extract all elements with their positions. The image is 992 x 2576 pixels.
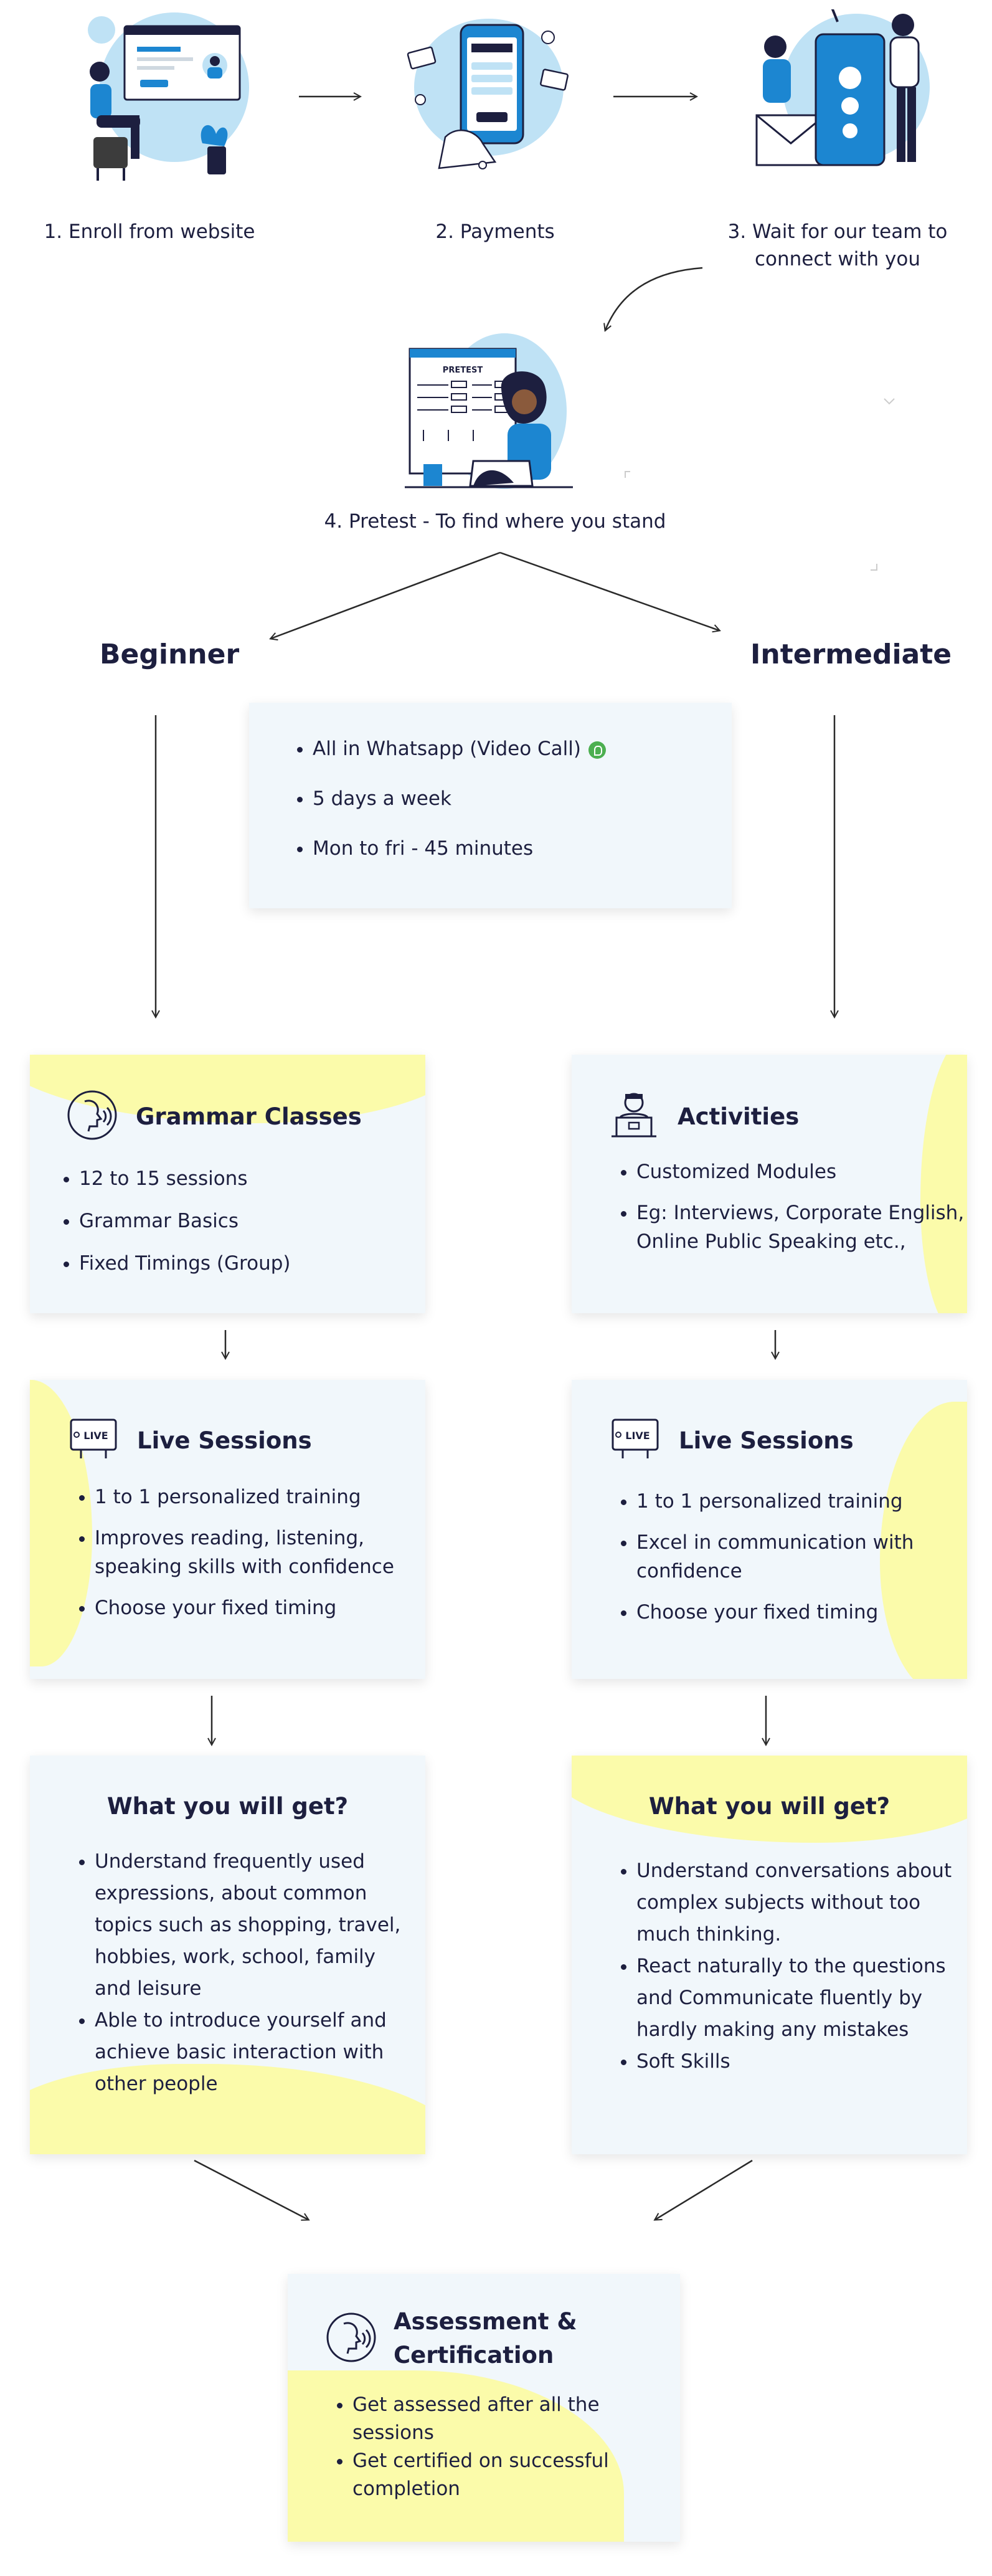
svg-text:LIVE: LIVE [625,1430,650,1442]
arrow-step3-to-step4 [605,267,703,330]
presenter-icon [608,1089,661,1142]
assessment-certification-card: Assessment & Certification Get assessed … [288,2274,680,2542]
step-1-illustration [72,12,252,187]
whatsapp-icon [588,741,606,759]
list-item: 1 to 1 personalized training [636,1487,935,1516]
arrow-to-beginner [271,551,501,639]
beginner-live-sessions-card: LIVE Live Sessions 1 to 1 personalized t… [30,1380,425,1679]
level-beginner-heading: Beginner [100,639,240,670]
list-item: Understand frequently used expressions, … [95,1846,412,2005]
arrow-right-to-assessment [655,2159,753,2220]
card-title: Assessment & Certification [394,2308,577,2369]
pretest-sheet-title: PRETEST [443,366,483,375]
list-item: Get assessed after all the sessions [352,2391,645,2447]
live-screen-icon: LIVE [68,1417,118,1461]
info-item: All in Whatsapp (Video Call) [313,734,732,764]
speaking-head-icon [325,2311,378,2364]
intermediate-benefits-card: What you will get? Understand conversati… [572,1756,967,2154]
activities-card: Activities Customized Modules Eg: Interv… [572,1055,967,1313]
step-1-label: 1. Enroll from website [44,221,255,243]
step-2-illustration [402,12,576,181]
list-item: Understand conversations about complex s… [636,1855,960,1951]
list-item: Excel in communication with confidence [636,1528,935,1585]
card-title: Live Sessions [679,1427,854,1454]
list-item: Improves reading, listening, speaking sk… [95,1524,425,1581]
list-item: 1 to 1 personalized training [95,1483,425,1511]
class-format-info-box: All in Whatsapp (Video Call) 5 days a we… [249,703,732,908]
list-item: Fixed Timings (Group) [79,1242,425,1285]
card-title: What you will get? [106,1793,349,1820]
step-4-illustration: PRETEST [405,330,573,498]
list-item: Get certified on successful completion [352,2447,645,2503]
list-item: Eg: Interviews, Corporate English, Onlin… [636,1199,967,1256]
list-item: Soft Skills [636,2046,960,2078]
svg-text:LIVE: LIVE [83,1430,108,1442]
card-title: Activities [678,1103,800,1130]
list-item: React naturally to the questions and Com… [636,1951,960,2046]
list-item: 12 to 15 sessions [79,1157,425,1200]
beginner-benefits-card: What you will get? Understand frequently… [30,1756,425,2154]
live-screen-icon: LIVE [610,1417,660,1461]
step-2-label: 2. Payments [435,221,555,243]
grammar-classes-card: Grammar Classes 12 to 15 sessions Gramma… [30,1055,425,1313]
step-4-label: 4. Pretest - To find where you stand [324,510,666,533]
step-3-label: 3. Wait for our team to connect with you [727,221,948,270]
arrow-to-intermediate [499,551,719,630]
list-item: Choose your fixed timing [95,1594,425,1622]
intermediate-live-sessions-card: LIVE Live Sessions 1 to 1 personalized t… [572,1380,967,1679]
level-intermediate-heading: Intermediate [750,639,952,670]
card-title: Grammar Classes [136,1103,362,1130]
list-item: Choose your fixed timing [636,1598,935,1627]
arrow-left-to-assessment [194,2159,308,2220]
speaking-head-icon [66,1089,119,1142]
list-item: Customized Modules [636,1157,967,1186]
list-item: Grammar Basics [79,1200,425,1242]
card-title: Live Sessions [137,1427,312,1454]
card-title: What you will get? [648,1793,890,1820]
info-item: Mon to fri - 45 minutes [313,834,732,863]
list-item: Able to introduce yourself and achieve b… [95,2005,412,2100]
step-3-illustration [744,6,943,178]
info-item: 5 days a week [313,784,732,814]
